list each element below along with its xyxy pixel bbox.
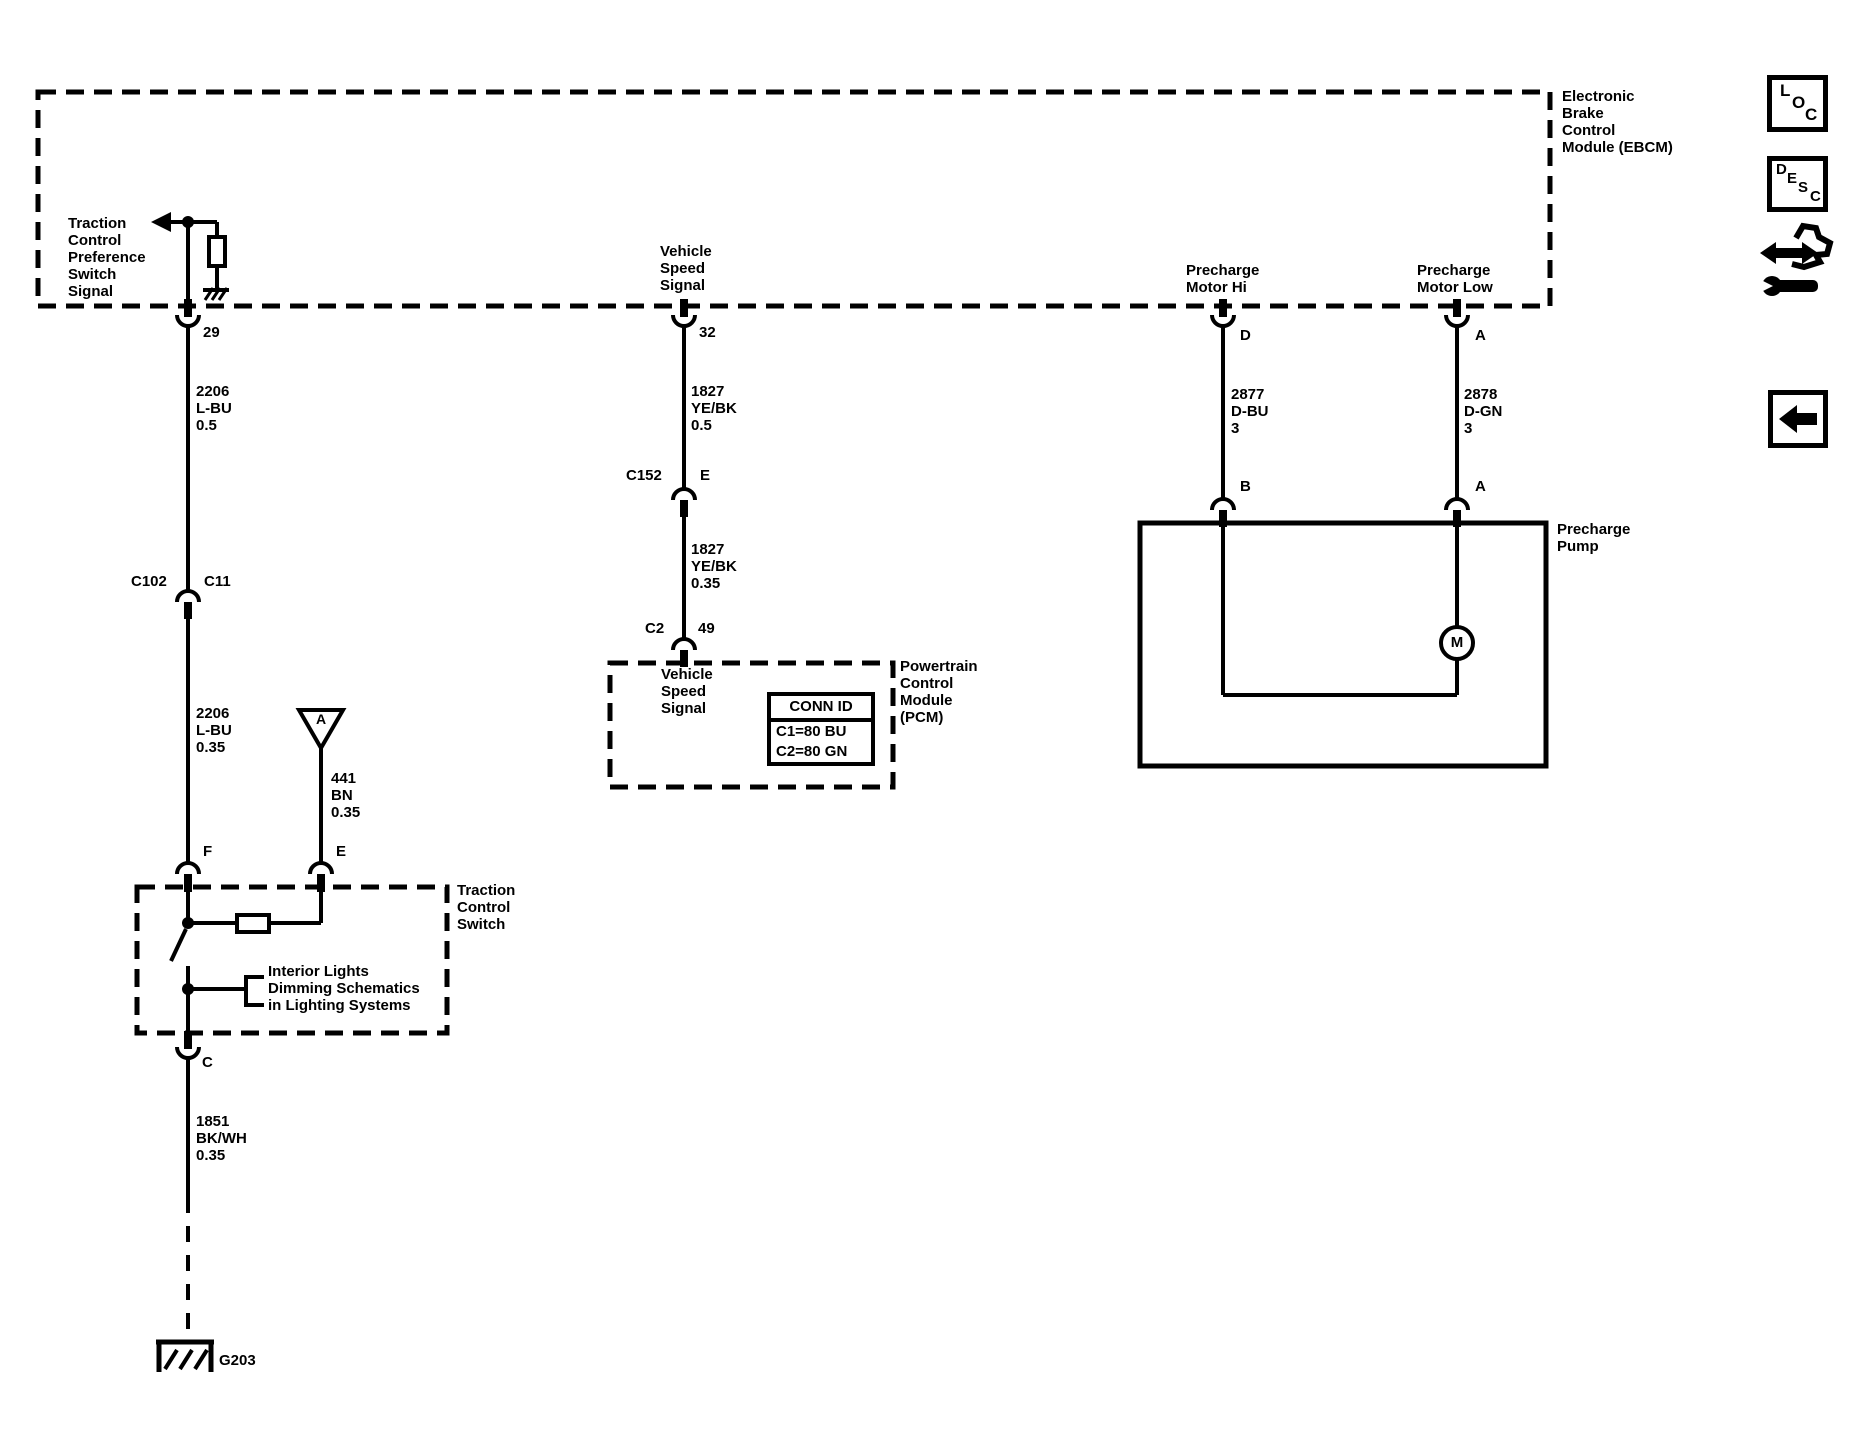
connector-c102-label: C102: [131, 573, 167, 590]
wire-2206-035-label: 2206 L-BU 0.35: [196, 705, 232, 756]
conn-id-table: CONN ID C1=80 BU C2=80 GN: [767, 692, 875, 766]
traction-control-switch-box: [134, 884, 450, 1036]
resistor: [207, 235, 227, 268]
internal-ground-icon: [203, 287, 229, 301]
connector-pin-e-switch: [308, 861, 334, 892]
loc-letter: O: [1792, 93, 1806, 112]
switch-internal: [169, 892, 323, 1031]
wire-2877-label: 2877 D-BU 3: [1231, 386, 1269, 437]
connector-c152: [671, 487, 697, 517]
pin-a-top-label: A: [1475, 327, 1486, 344]
wire-2206-05-label: 2206 L-BU 0.5: [196, 383, 232, 434]
desc-letter: S: [1798, 179, 1809, 196]
ebcm-internal-circuit: [151, 212, 229, 301]
pin-f-label: F: [203, 843, 213, 860]
desc-letter: C: [1810, 188, 1821, 205]
pcm-label: Powertrain Control Module (PCM): [900, 658, 978, 726]
desc-letter: E: [1787, 170, 1798, 187]
connector-c2-label: C2: [645, 620, 665, 637]
switch-resistor: [235, 913, 271, 934]
connector-pin-a-top: [1444, 299, 1470, 328]
pin-e-c152-label: E: [700, 467, 711, 484]
pin-49-label: 49: [698, 620, 715, 637]
interior-lights-note: Interior Lights Dimming Schematics in Li…: [268, 963, 420, 1014]
wire-2878-label: 2878 D-GN 3: [1464, 386, 1503, 437]
ground-g203-label: G203: [219, 1352, 256, 1369]
pin-c-label: C: [202, 1054, 213, 1071]
switch-blade: [169, 928, 188, 962]
connector-c102-c11: [175, 589, 201, 619]
precharge-motor-low-label: Precharge Motor Low: [1417, 262, 1493, 296]
loc-letter: C: [1805, 105, 1818, 124]
splice-triangle: [295, 708, 347, 752]
connector-pin-b: [1210, 497, 1236, 527]
precharge-motor-hi-label: Precharge Motor Hi: [1186, 262, 1260, 296]
pcm-box: [607, 660, 896, 790]
traction-preference-signal-label: Traction Control Preference Switch Signa…: [68, 215, 146, 300]
motor-letter: M: [1450, 634, 1464, 651]
pin-a-pump-label: A: [1475, 478, 1486, 495]
pin-b-label: B: [1240, 478, 1251, 495]
connector-c2-49: [671, 637, 697, 667]
wire-1827-035-label: 1827 YE/BK 0.35: [691, 541, 737, 592]
connector-pin-29: [175, 299, 201, 328]
pin-29-label: 29: [203, 324, 220, 341]
wire-1851-label: 1851 BK/WH 0.35: [196, 1113, 247, 1164]
connector-pin-d: [1210, 299, 1236, 328]
conn-id-row-c1: C1=80 BU: [776, 723, 847, 740]
pin-e-switch-label: E: [336, 843, 347, 860]
wire-441-label: 441 BN 0.35: [331, 770, 361, 821]
pin-32-label: 32: [699, 324, 716, 341]
connector-c11-label: C11: [204, 573, 231, 590]
desc-button[interactable]: D E S C: [1767, 156, 1828, 212]
connector-pin-a-pump: [1444, 497, 1470, 527]
pcm-vehicle-speed-label: Vehicle Speed Signal: [661, 666, 713, 717]
desc-letter: D: [1776, 161, 1787, 178]
vehicle-speed-signal-label: Vehicle Speed Signal: [660, 243, 712, 294]
connector-pin-32: [671, 299, 697, 328]
loc-button[interactable]: L O C: [1767, 75, 1828, 132]
ebcm-box: [35, 89, 1553, 309]
precharge-pump-box: [1137, 520, 1549, 769]
traction-control-switch-label: Traction Control Switch: [457, 882, 516, 933]
schematic-reference-bracket: [188, 975, 264, 1007]
precharge-pump-label: Precharge Pump: [1557, 521, 1631, 555]
pump-internal-wiring: [1221, 525, 1475, 697]
splice-a-label: A: [315, 711, 327, 727]
pin-d-label: D: [1240, 327, 1251, 344]
ground-symbol-g203: [156, 1339, 214, 1372]
loc-letter: L: [1780, 81, 1791, 100]
wrench-arrow-icon: [1757, 222, 1834, 296]
conn-id-row-c2: C2=80 GN: [776, 743, 848, 760]
back-arrow-icon: [1779, 405, 1817, 433]
wire-1827-05-label: 1827 YE/BK 0.5: [691, 383, 737, 434]
connector-pin-f: [175, 861, 201, 892]
schematic-navigation-button[interactable]: [1756, 222, 1840, 302]
connector-c152-label: C152: [626, 467, 662, 484]
back-button[interactable]: [1768, 390, 1828, 448]
ebcm-label: Electronic Brake Control Module (EBCM): [1562, 88, 1673, 156]
conn-id-header: CONN ID: [771, 696, 871, 722]
signal-arrow-icon: [151, 212, 171, 232]
